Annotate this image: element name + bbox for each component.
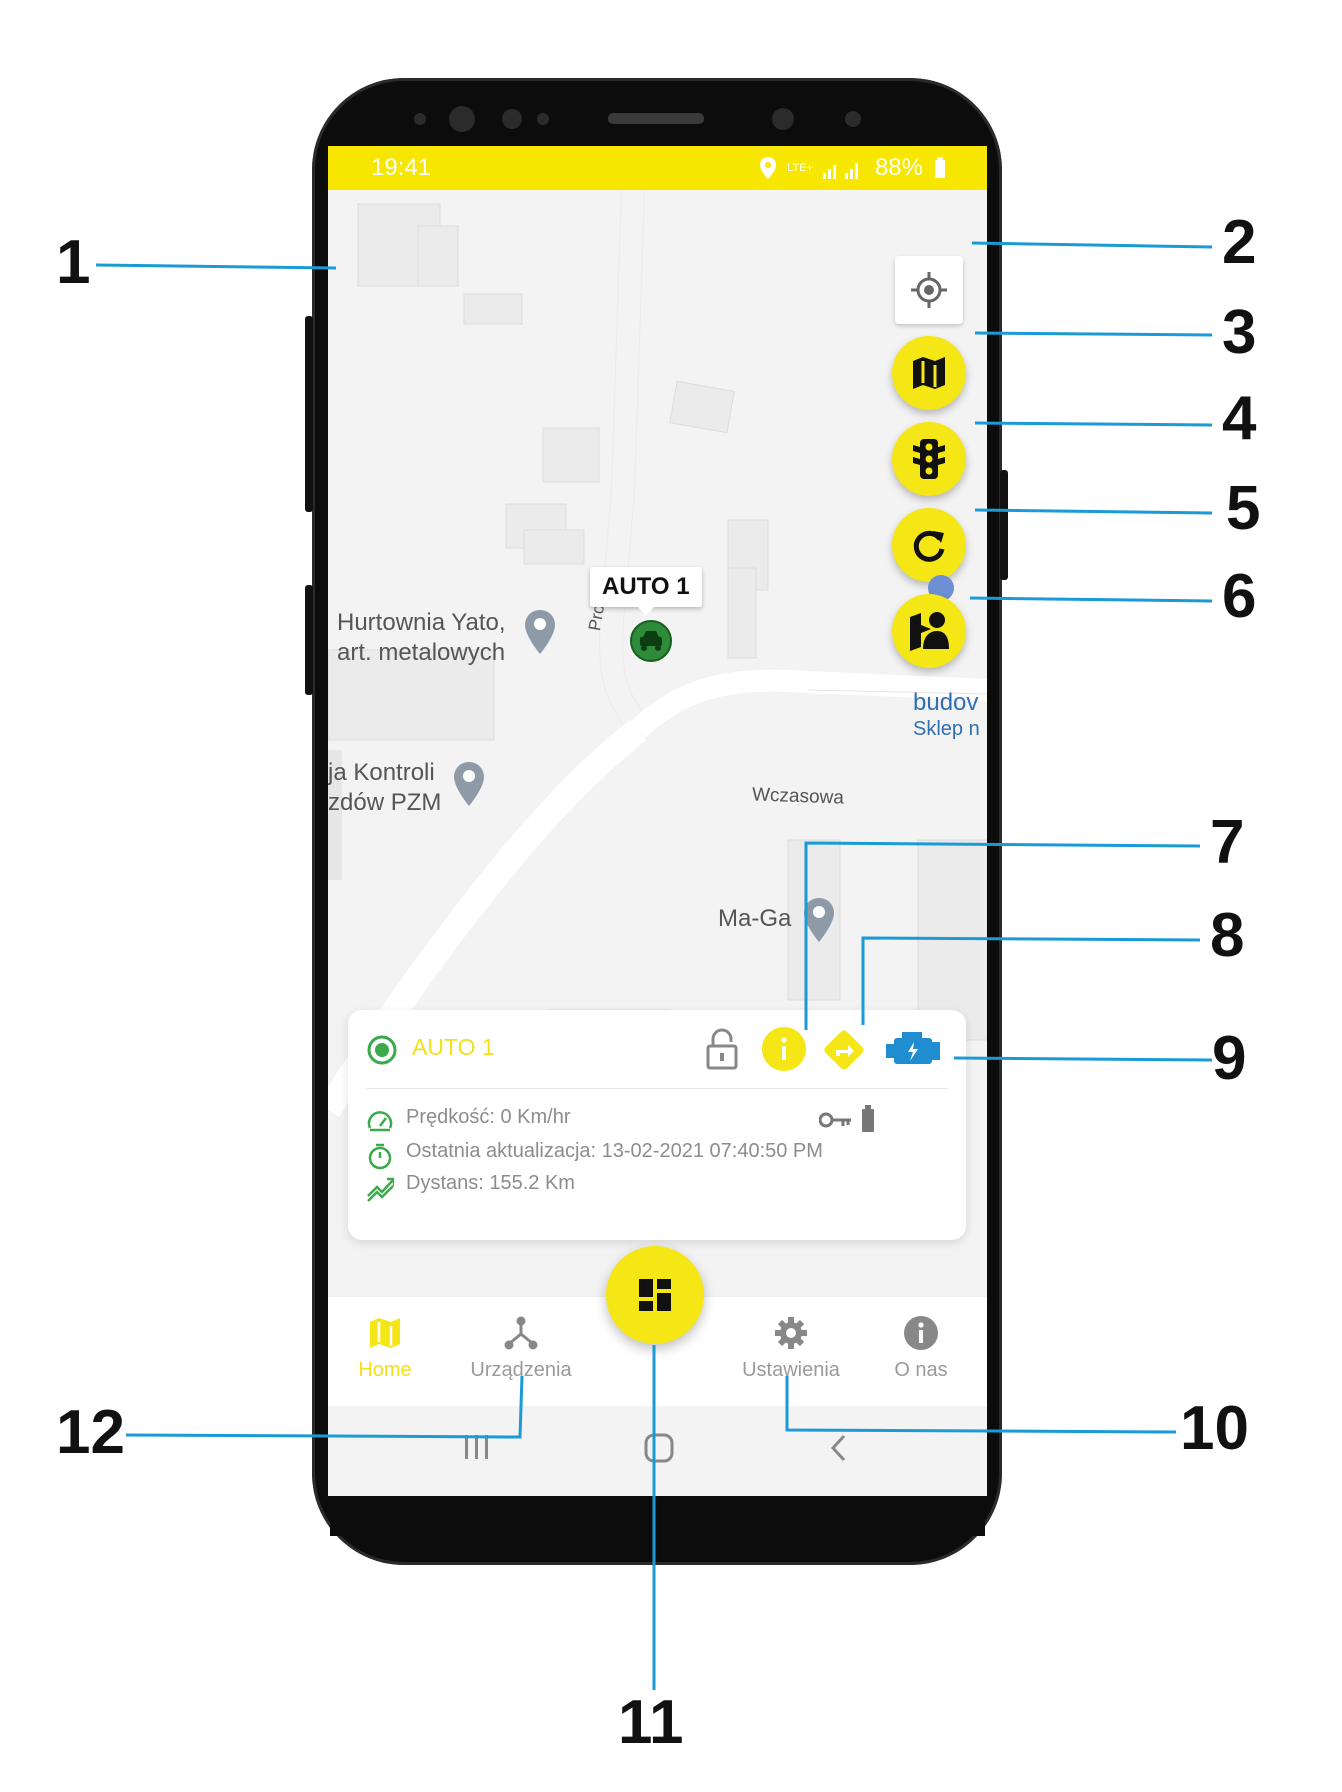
nav-about[interactable]: O nas xyxy=(856,1307,986,1382)
phone-screen: 19:41 LTE+ 88% xyxy=(328,146,987,1496)
stopwatch-icon xyxy=(368,1143,392,1170)
status-time: 19:41 xyxy=(371,154,432,181)
card-divider xyxy=(366,1088,948,1089)
gear-icon xyxy=(775,1317,807,1349)
dashboard-icon xyxy=(639,1279,671,1311)
nearby-users-button[interactable] xyxy=(892,594,966,668)
traffic-button[interactable] xyxy=(892,422,966,496)
callout-number-9: 9 xyxy=(1212,1024,1247,1093)
nav-label: Home xyxy=(358,1359,412,1381)
engine-icon[interactable] xyxy=(884,1028,944,1072)
online-status-icon xyxy=(367,1035,397,1065)
distance-text: Dystans: 155.2 Km xyxy=(406,1172,575,1194)
battery-percent: 88% xyxy=(874,154,923,181)
status-bar: 19:41 LTE+ 88% xyxy=(328,146,987,190)
system-navigation-bar xyxy=(328,1406,987,1496)
dashboard-button[interactable] xyxy=(606,1246,704,1344)
callout-number-5: 5 xyxy=(1226,474,1261,543)
network-type: LTE+ xyxy=(787,162,813,174)
street-label-wczasowa: Wczasowa xyxy=(751,784,845,809)
place-label-partial[interactable]: budov Sklep n xyxy=(913,690,980,742)
place-label-line: Sklep n xyxy=(913,718,980,740)
devices-hub-icon xyxy=(504,1316,538,1350)
speedometer-icon xyxy=(367,1111,393,1132)
callout-number-8: 8 xyxy=(1210,901,1245,970)
callout-number-11: 11 xyxy=(618,1688,684,1757)
home-system-icon[interactable] xyxy=(643,1432,675,1464)
battery-icon xyxy=(935,157,945,178)
bottom-bezel xyxy=(330,1496,985,1536)
signal-icon xyxy=(822,163,858,179)
place-label-line: zdów PZM xyxy=(328,789,442,816)
callout-number-7: 7 xyxy=(1210,808,1245,877)
refresh-button[interactable] xyxy=(892,508,966,582)
battery-status-icon xyxy=(862,1105,874,1132)
place-label-pzm[interactable]: ja Kontroli zdów PZM xyxy=(328,758,441,818)
place-label-line: Hurtownia Yato, xyxy=(337,609,506,636)
my-location-button[interactable] xyxy=(895,256,963,324)
volume-button xyxy=(305,316,313,512)
callout-number-1: 1 xyxy=(56,228,91,297)
place-label-line: budov xyxy=(913,689,979,716)
place-label-line: Ma-Ga xyxy=(718,905,792,932)
speed-text: Prędkość: 0 Km/hr xyxy=(406,1106,571,1128)
place-pin-icon[interactable] xyxy=(452,760,486,808)
nav-settings[interactable]: Ustawienia xyxy=(726,1307,856,1382)
map-icon xyxy=(913,357,945,389)
nav-devices[interactable]: Urządzenia xyxy=(456,1307,586,1382)
person-map-icon xyxy=(910,612,949,651)
map-nav-icon xyxy=(370,1318,400,1348)
place-pin-icon[interactable] xyxy=(802,896,836,944)
power-button xyxy=(1000,470,1008,580)
info-icon xyxy=(904,1316,938,1350)
info-button-icon[interactable] xyxy=(761,1026,807,1072)
last-update-text: Ostatnia aktualizacja: 13-02-2021 07:40:… xyxy=(406,1140,823,1162)
nav-label: O nas xyxy=(894,1359,948,1381)
nav-home[interactable]: Home xyxy=(328,1307,450,1382)
vehicle-marker-icon[interactable] xyxy=(628,618,674,664)
distance-trend-icon xyxy=(367,1177,394,1202)
callout-number-4: 4 xyxy=(1222,384,1257,453)
nav-label: Urządzenia xyxy=(470,1359,572,1381)
place-label-line: ja Kontroli xyxy=(328,759,435,786)
map-type-button[interactable] xyxy=(892,336,966,410)
callout-number-2: 2 xyxy=(1222,208,1257,277)
location-status-icon xyxy=(760,157,777,179)
recent-apps-icon[interactable] xyxy=(462,1432,492,1462)
vehicle-callout[interactable]: AUTO 1 xyxy=(590,567,702,616)
callout-number-10: 10 xyxy=(1180,1394,1249,1463)
status-icons: LTE+ 88% xyxy=(759,154,947,182)
callout-number-6: 6 xyxy=(1222,562,1257,631)
traffic-light-icon xyxy=(913,439,945,479)
crosshair-icon xyxy=(911,272,947,308)
ignition-key-icon xyxy=(819,1112,851,1128)
bixby-button xyxy=(305,585,313,695)
vehicle-info-card[interactable]: AUTO 1 Prędkość: 0 Km/hr xyxy=(348,1010,966,1240)
callout-number-3: 3 xyxy=(1222,298,1257,367)
place-label-hurtownia[interactable]: Hurtownia Yato, art. metalowych xyxy=(337,608,506,668)
nav-label: Ustawienia xyxy=(742,1359,840,1381)
vehicle-name: AUTO 1 xyxy=(412,1034,495,1060)
back-icon[interactable] xyxy=(824,1432,854,1464)
lock-icon[interactable] xyxy=(704,1028,740,1072)
refresh-icon xyxy=(913,530,945,562)
callout-number-12: 12 xyxy=(56,1398,125,1467)
place-label-line: art. metalowych xyxy=(337,639,506,666)
place-pin-icon[interactable] xyxy=(523,608,557,656)
place-label-maga[interactable]: Ma-Ga xyxy=(718,904,791,934)
front-sensors xyxy=(414,106,861,132)
directions-icon[interactable] xyxy=(820,1026,868,1074)
